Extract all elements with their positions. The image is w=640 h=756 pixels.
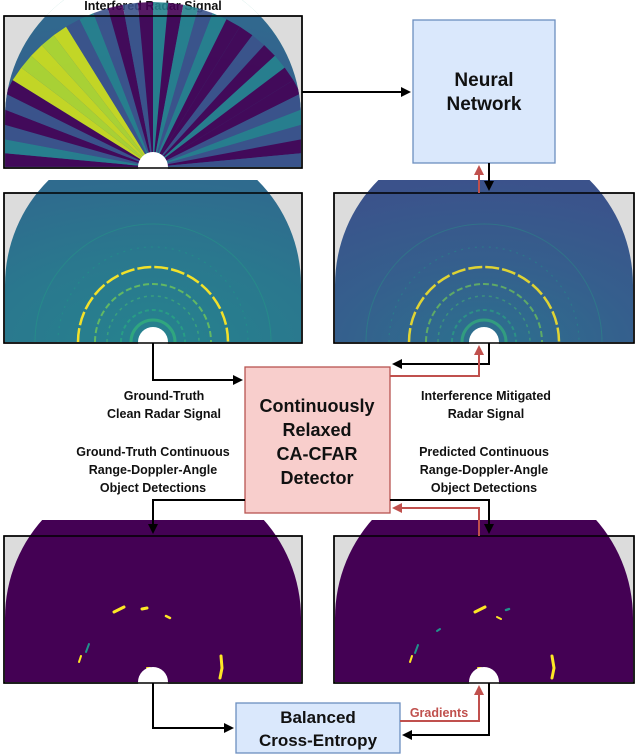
radar-origin-mask — [469, 667, 499, 697]
interference-streak — [153, 13, 227, 167]
interference-streak — [5, 136, 153, 167]
clean-signal-rings — [34, 223, 272, 342]
cfar-detector-box: Continuously Relaxed CA-CFAR Detector — [244, 366, 391, 514]
range-ring — [425, 283, 543, 342]
interference-streak — [137, 2, 153, 167]
pred-detections-label-line3: Object Detections — [431, 481, 537, 495]
flow-arrows — [148, 87, 494, 740]
interference-streak — [153, 2, 169, 167]
range-ring — [460, 318, 508, 342]
neural-network-box: Neural Network — [412, 19, 556, 164]
range-ring — [57, 246, 249, 342]
mitigated-label-line2: Radar Signal — [448, 407, 524, 421]
interference-streak — [153, 107, 301, 167]
loss-line1: Balanced — [280, 708, 356, 727]
interference-streak — [153, 136, 301, 167]
interference-streaks — [5, 2, 301, 167]
cfar-line1: Continuously — [260, 396, 375, 416]
gt-detections-label-line3: Object Detections — [100, 481, 206, 495]
interference-streak — [153, 55, 285, 167]
interfered-signal-panel — [3, 0, 303, 182]
interference-streak — [31, 45, 154, 167]
interference-streak — [153, 67, 294, 167]
interference-streak — [153, 35, 265, 167]
interference-streak — [153, 26, 253, 167]
interference-streak — [5, 93, 153, 167]
range-ring — [76, 265, 230, 342]
interference-streak — [5, 121, 153, 167]
interference-streak — [153, 80, 301, 167]
pred-detections-panel — [333, 520, 635, 697]
mitigated-label-line1: Interference Mitigated — [421, 389, 551, 403]
mitigated-signal-panel — [333, 180, 635, 357]
mitigated-signal-rings — [365, 223, 603, 342]
gt-clean-label-line1: Ground-Truth — [124, 389, 205, 403]
radar-origin-mask — [138, 152, 168, 182]
gradient-cfar-to-mitigated — [390, 345, 484, 377]
interference-streak — [153, 151, 301, 167]
pred-detections-label-line2: Range-Doppler-Angle — [420, 463, 549, 477]
interference-streak — [153, 19, 240, 167]
arrow-clean-to-cfar — [152, 343, 243, 385]
interference-streak — [153, 4, 199, 167]
interference-streak — [21, 55, 153, 167]
gradient-arrows — [390, 165, 484, 722]
gradient-pred-to-cfar — [392, 503, 480, 536]
arrow-pred-to-loss — [402, 683, 490, 740]
interference-streak — [153, 8, 213, 167]
radar-origin-mask — [138, 667, 168, 697]
loss-line2: Cross-Entropy — [259, 731, 378, 750]
interference-streak — [153, 45, 275, 167]
interference-streak — [53, 26, 153, 167]
gt-detection-marks — [78, 605, 224, 680]
gt-detections-label-line2: Range-Doppler-Angle — [89, 463, 218, 477]
interference-streak — [153, 2, 184, 167]
interference-streak — [5, 151, 153, 167]
cfar-line3: CA-CFAR — [277, 444, 358, 464]
range-ring — [388, 246, 580, 342]
interference-streak — [12, 67, 154, 167]
interference-streak — [122, 2, 153, 167]
radar-origin-mask — [138, 327, 168, 357]
neural-network-line2: Network — [447, 94, 522, 115]
interference-streak — [5, 107, 153, 167]
gt-detections-panel — [3, 520, 303, 697]
arrow-gt-to-loss — [152, 683, 234, 733]
pred-detection-marks — [409, 605, 556, 680]
loss-box: Balanced Cross-Entropy — [235, 702, 401, 754]
interference-streak — [153, 93, 301, 167]
cfar-line4: Detector — [280, 468, 353, 488]
gradients-label: Gradients — [410, 706, 468, 720]
range-ring — [94, 283, 212, 342]
range-ring — [106, 295, 200, 342]
interference-streak — [79, 13, 153, 167]
range-ring — [451, 309, 517, 342]
range-ring — [120, 309, 186, 342]
interference-streak — [153, 121, 301, 167]
interference-streak — [41, 35, 153, 167]
gt-detections-label-line1: Ground-Truth Continuous — [76, 445, 229, 459]
ground-truth-clean-panel — [3, 180, 303, 357]
gradient-loss-to-pred — [400, 685, 484, 722]
range-ring — [437, 295, 531, 342]
cfar-line2: Relaxed — [282, 420, 351, 440]
interference-streak — [107, 4, 153, 167]
range-ring — [34, 223, 272, 342]
interference-streak — [66, 19, 153, 167]
range-ring — [129, 318, 177, 342]
gt-clean-label-line2: Clean Radar Signal — [107, 407, 221, 421]
arrow-cfar-to-pred-detections — [390, 499, 494, 534]
pred-detections-label-line1: Predicted Continuous — [419, 445, 549, 459]
interference-streak — [5, 80, 153, 167]
radar-origin-mask — [469, 327, 499, 357]
arrow-cfar-to-gt-detections — [148, 499, 245, 534]
arrow-mitigated-to-cfar — [392, 343, 490, 369]
range-ring — [365, 223, 603, 342]
range-ring — [407, 265, 561, 342]
interference-streak — [93, 8, 153, 167]
neural-network-line1: Neural — [454, 70, 513, 91]
